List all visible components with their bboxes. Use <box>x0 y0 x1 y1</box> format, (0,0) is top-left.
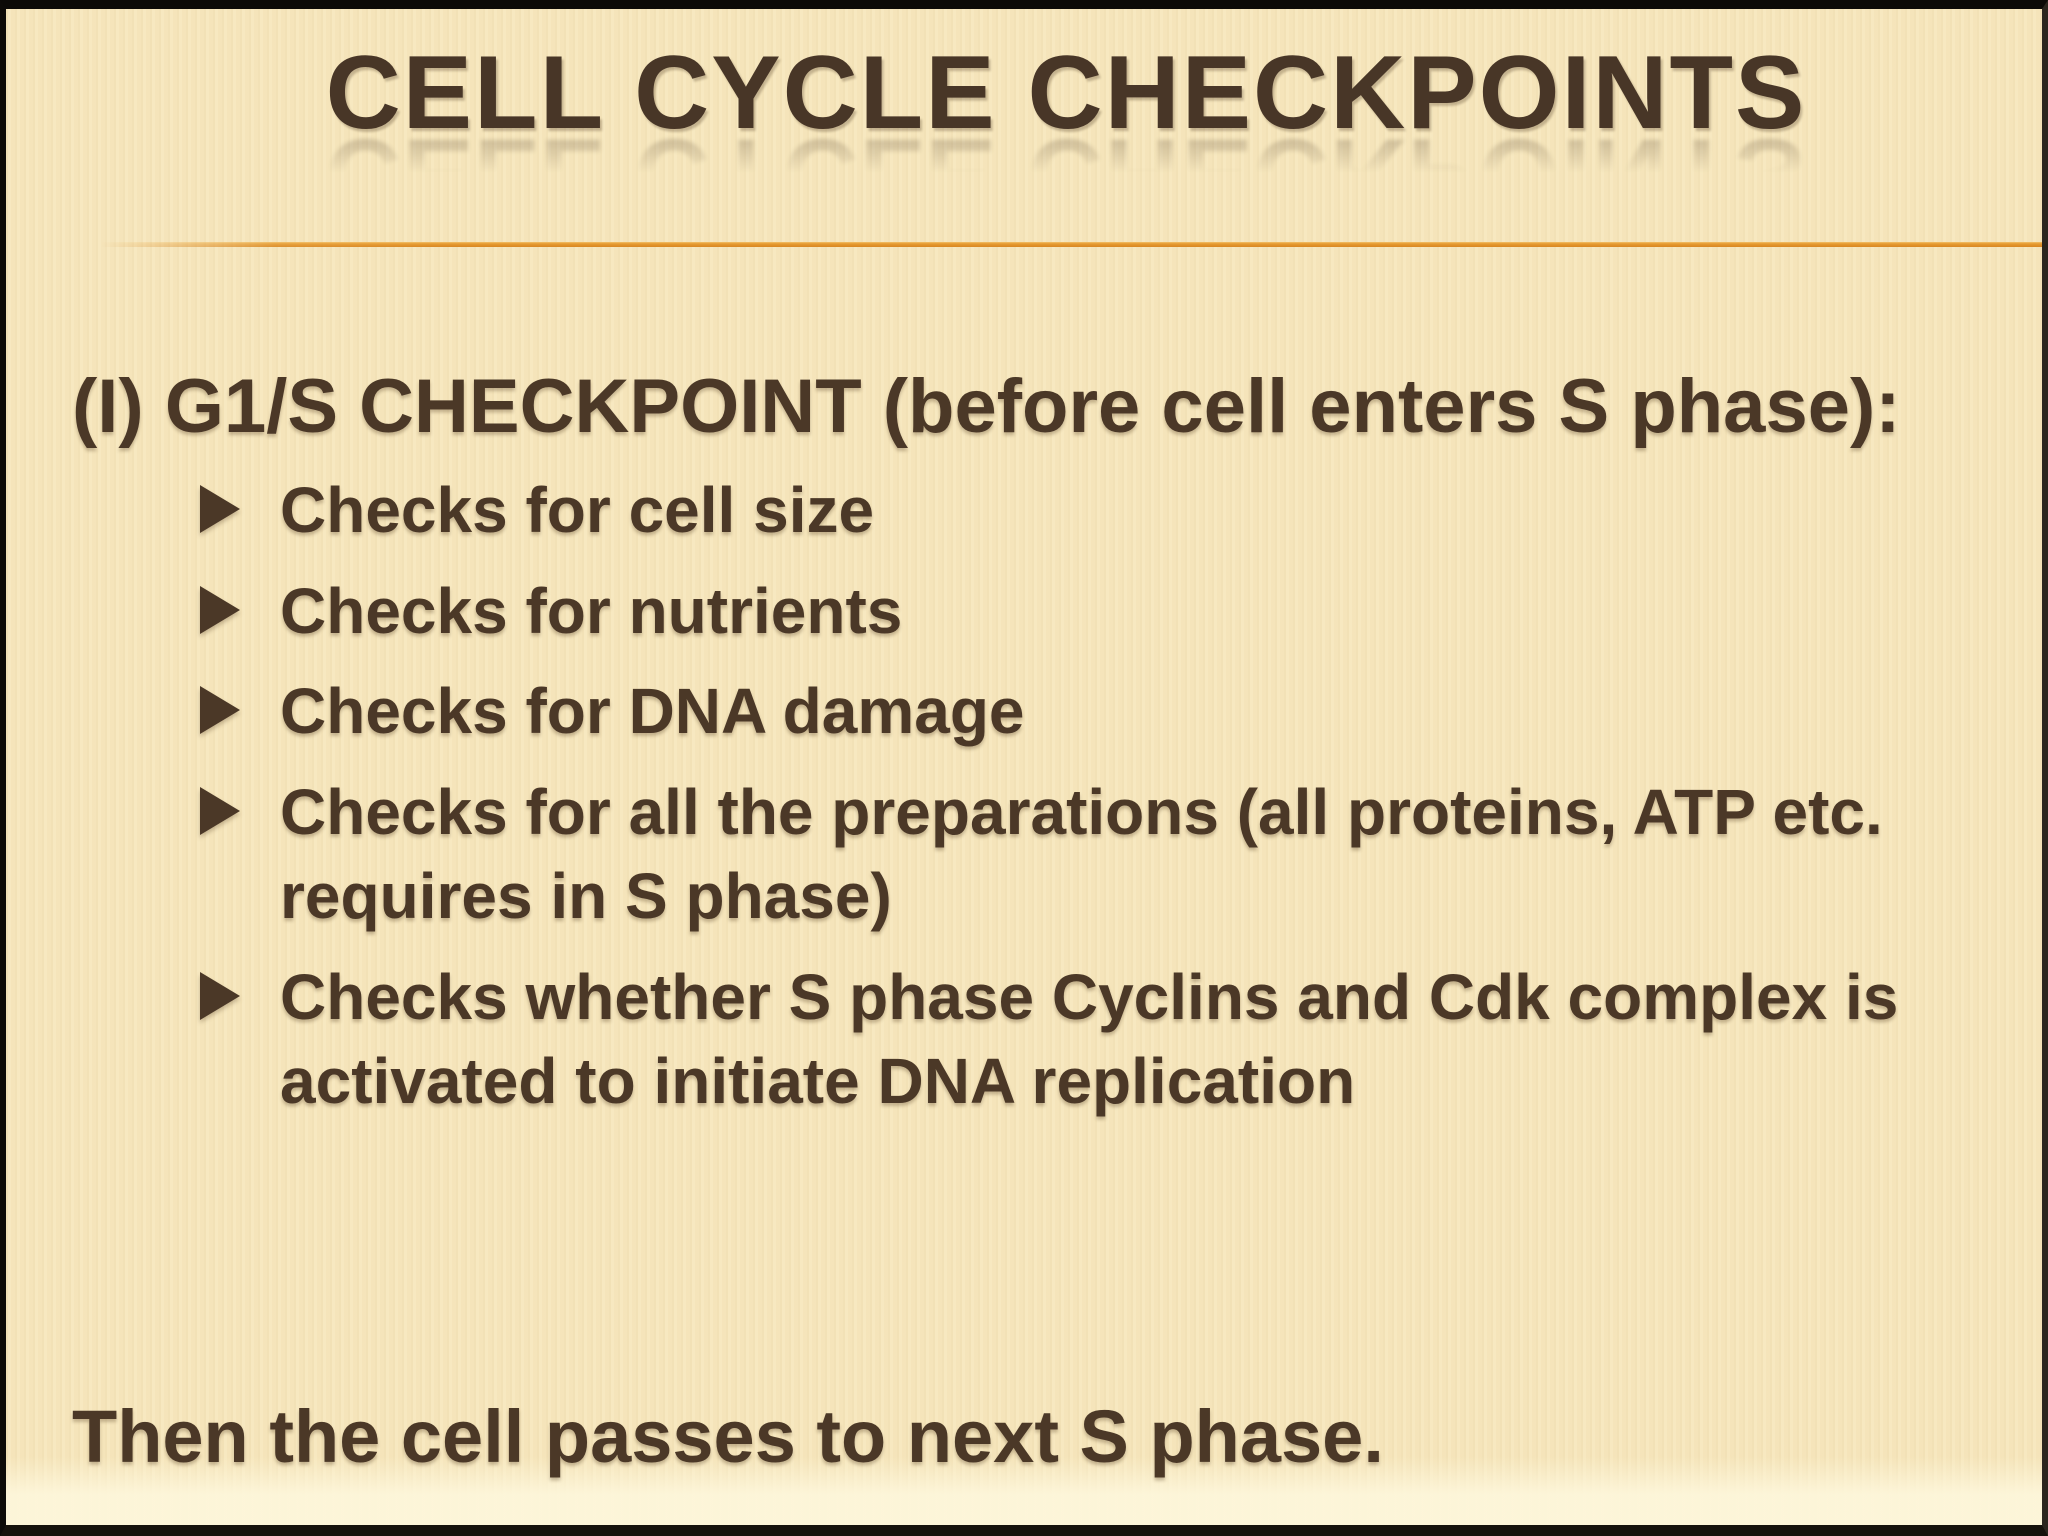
bullet-text: Checks for nutrients <box>280 574 903 647</box>
slide-body: (I) G1/S CHECKPOINT (before cell enters … <box>72 361 1960 1139</box>
bullet-arrow-icon <box>200 686 240 735</box>
closing-statement: Then the cell passes to next S phase. <box>72 1395 1384 1478</box>
list-item: Checks for all the preparations (all pro… <box>200 770 1960 939</box>
bullet-text: Checks for DNA damage <box>280 675 1025 748</box>
list-item: Checks for nutrients <box>200 569 1960 653</box>
bullet-text: Checks whether S phase Cyclins and Cdk c… <box>280 960 1899 1117</box>
bullet-text: Checks for cell size <box>280 474 875 547</box>
title-divider-line <box>101 242 2042 247</box>
list-item: Checks whether S phase Cyclins and Cdk c… <box>200 955 1960 1124</box>
section-heading: (I) G1/S CHECKPOINT (before cell enters … <box>72 364 1901 449</box>
title-block: CELL CYCLE CHECKPOINTS CELL CYCLE CHECKP… <box>6 9 2042 233</box>
list-item: Checks for DNA damage <box>200 669 1960 753</box>
bullet-arrow-icon <box>200 585 240 634</box>
page-title: CELL CYCLE CHECKPOINTS <box>325 35 1807 151</box>
bullet-list: Checks for cell size Checks for nutrient… <box>200 468 1960 1123</box>
bullet-arrow-icon <box>200 786 240 835</box>
bullet-arrow-icon <box>200 971 240 1020</box>
list-item: Checks for cell size <box>200 468 1960 552</box>
bullet-text: Checks for all the preparations (all pro… <box>280 775 1883 933</box>
bullet-arrow-icon <box>200 485 240 534</box>
